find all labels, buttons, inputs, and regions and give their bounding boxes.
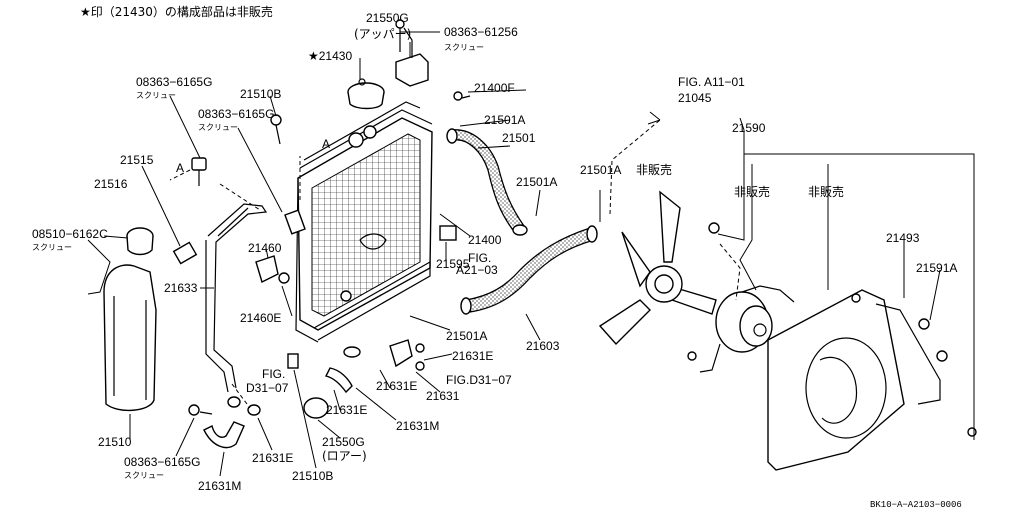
label-21631E-a: 21631E [452,349,493,363]
label-21550G-upper-sub: (アッパー) [354,27,411,41]
label-08363-6165G-c-sub: スクリュー [124,471,164,480]
label-fig-a21-b: A21−03 [456,263,498,277]
label-21631: 21631 [426,389,460,403]
label-fig-a11: FIG. A11−01 [678,75,745,89]
label-21501A-c: 21501A [580,163,621,177]
label-21550G-lower: 21550G [322,435,365,449]
label-21631E-d: 21631E [252,451,293,465]
label-21595: 21595 [436,257,470,271]
part-labels: 21550G (アッパー) 08363−61256 スクリュー ★21430 2… [32,11,957,493]
leader-lines [87,31,975,477]
label-21501A-d: 21501A [446,329,487,343]
label-21501: 21501 [502,131,536,145]
label-21501A-b: 21501A [516,175,557,189]
lower-hose [460,225,598,315]
label-hihanbai-3: 非販売 [808,184,844,199]
radiator-assembly [295,101,433,343]
label-21603: 21603 [526,339,560,353]
label-21460: 21460 [248,241,282,255]
label-21590: 21590 [732,121,766,135]
drain-plug-parts [172,91,471,284]
heater-pipes [188,339,425,449]
label-fig-d31-a2: D31−07 [246,381,289,395]
label-21631E-b: 21631E [376,379,417,393]
radiator-cap [347,78,385,110]
label-08363-6165G-a: 08363−6165G [136,75,212,89]
label-21631M-a: 21631M [396,419,439,433]
fan-motor [687,222,795,373]
label-fig-a21-a: FIG. [468,251,491,265]
label-21550G-upper: 21550G [366,11,409,25]
label-21631M-b: 21631M [198,479,241,493]
fan-shroud [767,289,977,471]
label-fig-d31-b: FIG.D31−07 [446,373,512,387]
label-21515: 21515 [120,153,154,167]
reference-dashes [169,111,741,409]
label-21400: 21400 [468,233,502,247]
label-21501A-a: 21501A [484,113,525,127]
label-08363-61256: 08363−61256 [444,25,518,39]
label-21510: 21510 [98,435,132,449]
label-21045: 21045 [678,91,712,105]
reservoir-tank [103,227,157,411]
label-21430: ★21430 [308,49,352,63]
label-hihanbai-1: 非販売 [636,162,672,177]
label-21591A: 21591A [916,261,957,275]
label-21400F: 21400F [474,81,515,95]
label-hihanbai-2: 非販売 [734,184,770,199]
drawing-code: BK10−A−A2103−0006 [870,500,962,510]
label-fig-d31-a1: FIG. [262,367,285,381]
cooling-fan-blade [598,190,717,346]
label-tag-a1: A [176,161,184,175]
label-21516: 21516 [94,177,128,191]
label-08363-61256-sub: スクリュー [444,43,484,52]
label-08363-6165G-b: 08363−6165G [198,107,274,121]
label-tag-a2: A [322,137,330,151]
label-21460E: 21460E [240,311,281,325]
label-08510-6162C: 08510−6162C [32,227,108,241]
header-note: ★印（21430）の構成部品は非販売 [80,4,273,19]
label-21510B-top: 21510B [240,87,281,101]
upper-hose [446,128,528,236]
label-08510-6162C-sub: スクリュー [32,243,72,252]
label-08363-6165G-c: 08363−6165G [124,455,200,469]
overflow-pipe [205,203,268,393]
label-21631E-c: 21631E [326,403,367,417]
label-21633: 21633 [164,281,198,295]
label-08363-6165G-b-sub: スクリュー [198,123,238,132]
label-08363-6165G-a-sub: スクリュー [136,91,176,100]
label-21493: 21493 [886,231,920,245]
label-21550G-lower-sub: (ロアー) [322,449,367,463]
label-21510B-bottom: 21510B [292,469,333,483]
